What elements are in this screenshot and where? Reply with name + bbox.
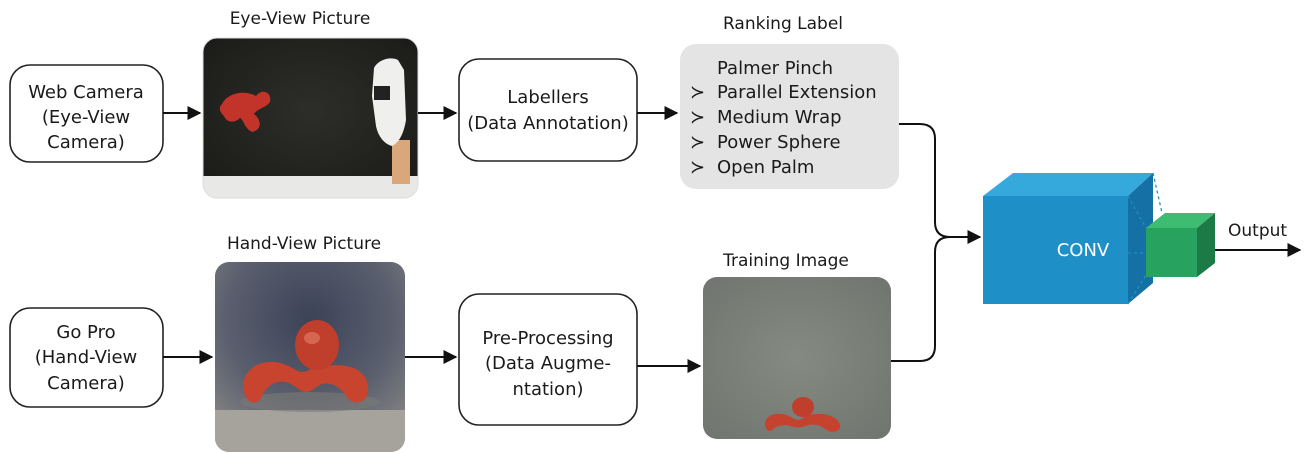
hand-view-picture xyxy=(215,262,405,452)
labellers-line-2: (Data Annotation) xyxy=(467,113,628,134)
conv-label: CONV xyxy=(1057,240,1110,261)
labellers-line-1: Labellers xyxy=(507,87,588,108)
preprocessing-line-1: Pre-Processing xyxy=(482,328,613,349)
ranking-separator-4: ≻ xyxy=(690,157,705,178)
conv-front-face xyxy=(983,196,1128,304)
ranking-label-title: Ranking Label xyxy=(723,14,843,34)
dense-block xyxy=(1146,213,1215,277)
preprocessing-line-2: (Data Augme- xyxy=(485,353,611,374)
web-camera-line-1: Web Camera xyxy=(28,82,144,103)
go-pro-line-2: (Hand-View xyxy=(35,347,138,368)
dense-front-face xyxy=(1146,228,1197,277)
web-camera-line-3: Camera) xyxy=(47,132,125,153)
go-pro-line-3: Camera) xyxy=(47,373,125,394)
flow-arrows xyxy=(163,106,1302,373)
go-pro-line-1: Go Pro xyxy=(56,322,115,343)
ranking-label-background xyxy=(680,44,899,189)
conv-block: CONV xyxy=(983,173,1153,304)
ranking-item: Medium Wrap xyxy=(717,107,842,128)
ranking-separator-2: ≻ xyxy=(690,107,705,128)
web-camera-line-2: (Eye-View xyxy=(42,107,130,128)
ranking-item-first: Palmer Pinch xyxy=(717,58,833,79)
hand-view-picture-title: Hand-View Picture xyxy=(227,234,381,254)
labellers-box: Labellers (Data Annotation) xyxy=(458,58,638,162)
output-label: Output xyxy=(1228,221,1287,241)
preprocessing-box: Pre-Processing (Data Augme- ntation) xyxy=(458,293,638,426)
preprocessing-line-3: ntation) xyxy=(513,379,584,400)
conv-to-dense-connectors xyxy=(1127,172,1163,305)
arrow-ranking-to-conv xyxy=(899,123,982,244)
ranking-item: Open Palm xyxy=(717,157,814,178)
dense-side-face xyxy=(1197,213,1215,277)
ranking-item: Parallel Extension xyxy=(717,82,877,103)
conv-top-face xyxy=(983,173,1153,196)
ranking-item: Power Sphere xyxy=(717,132,841,153)
eye-view-picture xyxy=(202,37,419,199)
eye-view-picture-title: Eye-View Picture xyxy=(230,9,371,29)
go-pro-box: Go Pro (Hand-View Camera) xyxy=(9,307,164,408)
ranking-label-box: Palmer Pinch ≻ Parallel Extension ≻ Medi… xyxy=(680,44,899,189)
ranking-separator-3: ≻ xyxy=(690,132,705,153)
web-camera-box: Web Camera (Eye-View Camera) xyxy=(9,64,164,163)
arrow-training-to-conv xyxy=(891,236,951,362)
ranking-separator-1: ≻ xyxy=(690,82,705,103)
dense-top-face xyxy=(1146,213,1215,228)
training-image xyxy=(703,277,891,439)
training-image-title: Training Image xyxy=(722,251,849,271)
